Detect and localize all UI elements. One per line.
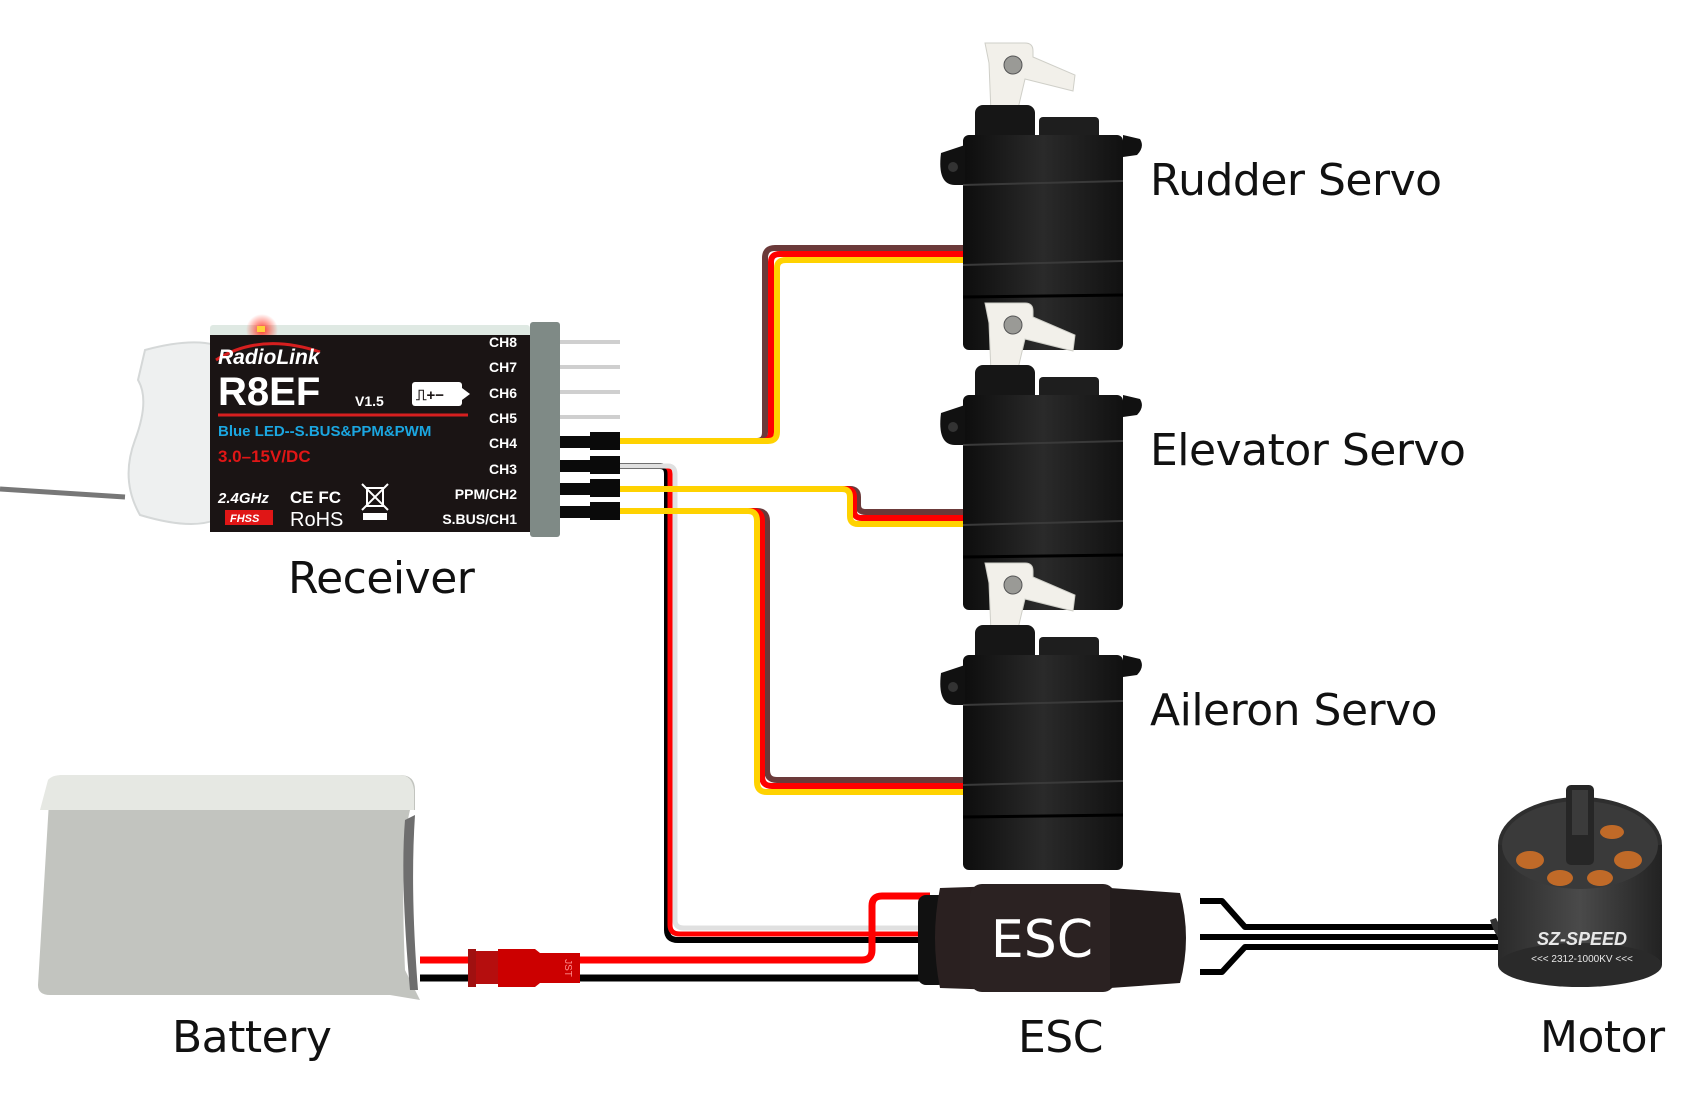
receiver-foam [127, 341, 216, 525]
label-motor: Motor [1540, 1012, 1665, 1063]
label-aileron-servo: Aileron Servo [1150, 685, 1438, 736]
jst-connector: JST [468, 949, 580, 987]
receiver: RadioLink R8EF V1.5 ⎍+− Blue LED--S.BUS&… [0, 314, 620, 537]
fhss-badge: FHSS [230, 513, 260, 525]
label-elevator-servo: Elevator Servo [1150, 425, 1466, 476]
receiver-voltage: 3.0–15V/DC [218, 447, 311, 466]
pin-header [530, 322, 560, 537]
esc-body-text: ESC [991, 910, 1093, 970]
channel-label-ch5: CH5 [489, 410, 517, 426]
header-pins [560, 340, 620, 419]
receiver-certs: CE FC [290, 488, 341, 507]
receiver-band: 2.4GHz [217, 490, 269, 507]
receiver-model: R8EF [218, 370, 320, 414]
motor-brand: SZ-SPEED [1537, 929, 1627, 949]
channel-label-ch4: CH4 [489, 435, 517, 451]
channel-label-ch2: PPM/CH2 [455, 486, 517, 502]
channel-label-ch8: CH8 [489, 334, 517, 350]
label-receiver: Receiver [288, 553, 475, 604]
esc: ESC [918, 884, 1186, 992]
wire-ch4-rudder [617, 245, 978, 444]
signal-icon: ⎍+− [416, 387, 444, 404]
rudder-servo [938, 41, 1144, 352]
receiver-modes: Blue LED--S.BUS&PPM&PWM [218, 423, 431, 440]
channel-label-ch7: CH7 [489, 359, 517, 375]
jst-label: JST [562, 959, 573, 977]
weee-icon [361, 483, 389, 520]
battery [38, 775, 420, 1000]
servo-plugs [560, 432, 620, 520]
label-battery: Battery [172, 1012, 332, 1063]
channel-label-ch6: CH6 [489, 385, 517, 401]
label-rudder-servo: Rudder Servo [1150, 155, 1442, 206]
rohs-mark: RoHS [290, 509, 343, 531]
wire-ch3-esc [617, 463, 930, 943]
channel-label-ch3: CH3 [489, 461, 517, 477]
label-esc: ESC [1018, 1012, 1103, 1063]
wire-esc-motor [1200, 898, 1500, 975]
channel-label-ch1: S.BUS/CH1 [442, 511, 517, 527]
motor-model: <<< 2312-1000KV <<< [1531, 954, 1633, 965]
channel-labels: CH8 CH7 CH6 CH5 CH4 CH3 PPM/CH2 S.BUS/CH… [442, 334, 517, 527]
wire-ch1-aileron [617, 508, 978, 795]
receiver-version: V1.5 [355, 393, 384, 409]
wire-ch2-elevator [617, 486, 978, 527]
led [257, 326, 265, 332]
receiver-brand: RadioLink [218, 346, 321, 369]
antenna [0, 486, 126, 500]
motor: SZ-SPEED <<< 2312-1000KV <<< [1490, 785, 1662, 987]
